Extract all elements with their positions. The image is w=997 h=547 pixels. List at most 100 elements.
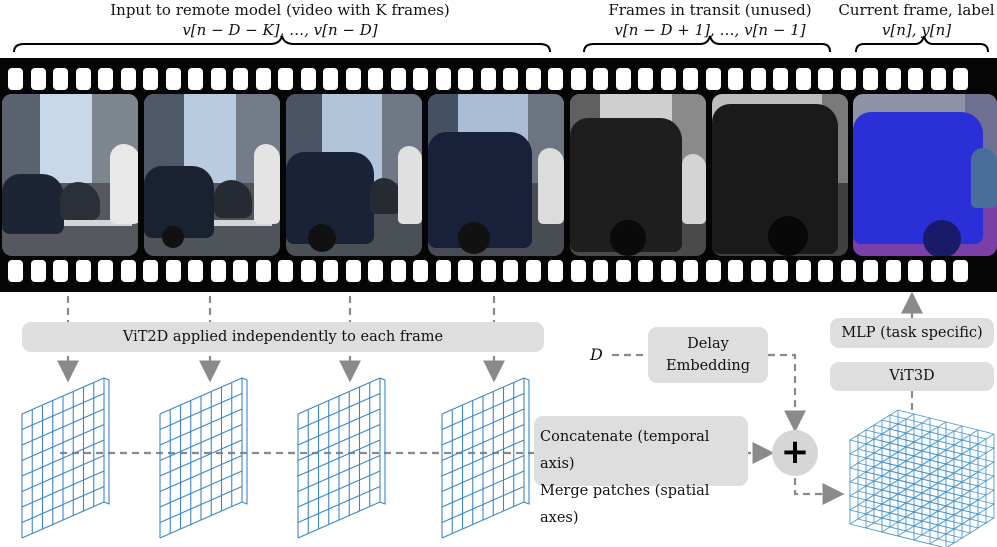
- sprocket-hole: [210, 260, 226, 282]
- add-operator: +: [772, 430, 818, 476]
- sprocket-hole: [525, 260, 541, 282]
- grid-line: [441, 501, 525, 539]
- line-delay-to-plus: [768, 353, 806, 433]
- concatenate-label: Concatenate (temporal axis): [540, 429, 710, 472]
- sprocket-hole: [8, 260, 23, 282]
- cube-grid-line: [897, 493, 995, 519]
- header-transit-title: Frames in transit (unused): [608, 1, 812, 19]
- sprocket-hole: [818, 68, 833, 90]
- grid-edge: [523, 377, 530, 505]
- sprocket-hole: [75, 260, 91, 282]
- header-braces: [13, 35, 989, 53]
- sprocket-hole: [615, 260, 631, 282]
- sprocket-hole: [503, 68, 518, 90]
- grid-line: [159, 470, 243, 508]
- brace-current: [855, 35, 989, 53]
- sprocket-hole: [53, 260, 68, 282]
- header-input-formula: v[n − D − K], …, v[n − D]: [182, 21, 378, 39]
- sprocket-hole: [593, 68, 608, 90]
- line-plus-to-vit3d: [793, 478, 845, 505]
- concat-merge-box: Concatenate (temporal axis) Merge patche…: [534, 416, 748, 526]
- sprocket-hole: [345, 68, 361, 90]
- mlp-box: MLP (task specific): [830, 318, 994, 348]
- sprocket-hole: [683, 68, 698, 90]
- grid-line: [159, 485, 243, 524]
- sprocket-hole: [30, 260, 46, 282]
- merge-patches-label: Merge patches (spatial axes): [540, 483, 710, 526]
- sprocket-hole: [548, 68, 563, 90]
- sprocket-hole: [300, 68, 316, 90]
- sprocket-hole: [728, 260, 743, 282]
- header-transit: Frames in transit (unused) v[n − D + 1],…: [590, 0, 830, 40]
- brace-transit: [583, 35, 831, 53]
- sprocket-hole: [458, 260, 473, 282]
- grid-line: [441, 470, 525, 508]
- sprocket-hole: [930, 68, 946, 90]
- sprocket-hole: [143, 68, 158, 90]
- sprocket-hole: [615, 68, 631, 90]
- sprocket-hole: [278, 260, 293, 282]
- sprocket-hole: [143, 260, 158, 282]
- sprocket-hole: [480, 260, 496, 282]
- frame-current-segmentation: [853, 94, 997, 256]
- grid-line: [441, 454, 525, 493]
- sprocket-hole: [728, 68, 743, 90]
- delay-input-symbol: D: [590, 345, 603, 364]
- vit3d-box: ViT3D: [830, 362, 994, 391]
- sprocket-hole: [885, 260, 901, 282]
- sprocket-hole: [255, 68, 271, 90]
- sprocket-hole: [818, 260, 833, 282]
- vit2d-box: ViT2D applied independently to each fram…: [22, 322, 544, 352]
- grid-line: [21, 485, 105, 524]
- header-current-formula: v[n], y[n]: [881, 21, 952, 39]
- sprocket-hole: [278, 68, 293, 90]
- sprocket-hole: [30, 68, 46, 90]
- grid-line: [441, 439, 525, 477]
- sprocket-hole: [413, 68, 428, 90]
- sprocket-hole: [908, 68, 923, 90]
- sprocket-hole: [188, 68, 203, 90]
- frame-input-4: [428, 94, 564, 256]
- sprocket-hole: [570, 68, 586, 90]
- patch-grid-3: [297, 377, 386, 539]
- grid-edge: [379, 377, 386, 505]
- header-transit-formula: v[n − D + 1], …, v[n − 1]: [614, 21, 806, 39]
- patch-grid-2: [159, 377, 248, 539]
- header-input: Input to remote model (video with K fram…: [70, 0, 490, 40]
- grid-line: [21, 470, 105, 508]
- header-input-title: Input to remote model (video with K fram…: [110, 1, 450, 19]
- sprocket-hole: [255, 260, 271, 282]
- grid-line: [21, 501, 105, 539]
- grid-line: [441, 485, 525, 524]
- sprocket-hole: [953, 68, 968, 90]
- sprocket-hole: [368, 68, 383, 90]
- frame-input-1: [2, 94, 138, 256]
- sprocket-hole: [120, 68, 136, 90]
- sprocket-hole: [323, 68, 338, 90]
- sprocket-hole: [345, 260, 361, 282]
- sprocket-hole: [323, 260, 338, 282]
- cube-grid-line: [946, 517, 995, 547]
- sprocket-hole: [165, 260, 181, 282]
- sprocket-hole: [188, 260, 203, 282]
- sprocket-hole: [660, 260, 676, 282]
- sprocket-hole: [773, 260, 788, 282]
- vit3d-token-cube: [849, 409, 995, 547]
- sprocket-hole: [660, 68, 676, 90]
- grid-line: [297, 454, 381, 493]
- sprocket-hole: [98, 260, 113, 282]
- header-current-title: Current frame, label: [838, 1, 995, 19]
- sprocket-hole: [503, 260, 518, 282]
- cube-grid-line: [849, 523, 944, 547]
- sprocket-hole: [233, 260, 248, 282]
- sprocket-hole: [683, 260, 698, 282]
- sprocket-hole: [98, 68, 113, 90]
- patch-grid-1: [21, 377, 110, 539]
- sprocket-hole: [53, 68, 68, 90]
- sprocket-hole: [930, 260, 946, 282]
- sprocket-hole: [840, 68, 856, 90]
- delay-embedding-box: Delay Embedding: [648, 327, 768, 383]
- sprocket-hole: [593, 260, 608, 282]
- grid-line: [297, 470, 381, 508]
- sprocket-hole: [233, 68, 248, 90]
